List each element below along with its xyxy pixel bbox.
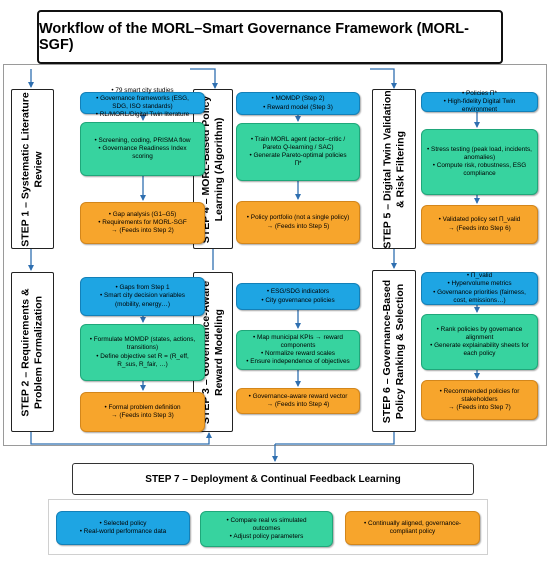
step-2-inputs-box: • Gaps from Step 1• Smart city decision … bbox=[80, 277, 205, 316]
step-3-inputs-box: • ESG/SDG indicators• City governance po… bbox=[236, 283, 360, 310]
step-5-process-box: • Stress testing (peak load, incidents,a… bbox=[421, 129, 538, 195]
step-1-inputs-box: • 79 smart city studies• Governance fram… bbox=[80, 87, 205, 118]
step-6-inputs-box: • Π_valid• Hypervolume metrics• Governan… bbox=[421, 272, 538, 305]
step-4-inputs-box: • MOMDP (Step 2)• Reward model (Step 3) bbox=[236, 92, 360, 115]
step-2-label: STEP 2 – Requirements &Problem Formaliza… bbox=[11, 272, 54, 432]
step-7-label: STEP 7 – Deployment & Continual Feedback… bbox=[72, 463, 474, 495]
step-4-process-box: • Train MORL agent (actor–critic /Pareto… bbox=[236, 123, 360, 181]
step-7-output-box: • Continually aligned, governance-compli… bbox=[345, 511, 480, 545]
step-1-process-box: • Screening, coding, PRISMA flow• Govern… bbox=[80, 122, 205, 176]
step-3-output-box: • Governance-aware reward vector→ (Feeds… bbox=[236, 388, 360, 414]
step-2-process-box: • Formulate MOMDP (states, actions,trans… bbox=[80, 324, 205, 381]
step-2-output-box: • Formal problem definition→ (Feeds into… bbox=[80, 392, 205, 432]
step-4-output-box: • Policy portfolio (not a single policy)… bbox=[236, 201, 360, 244]
step-7-inputs-box: • Selected policy• Real-world performanc… bbox=[56, 511, 190, 545]
step-5-inputs-box: • Policies Π*• High-fidelity Digital Twi… bbox=[421, 90, 538, 113]
step-5-output-box: • Validated policy set Π_valid→ (Feeds i… bbox=[421, 205, 538, 244]
diagram-title: Workflow of the MORL–Smart Governance Fr… bbox=[37, 10, 503, 64]
step-1-output-box: • Gap analysis (G1–G5)• Requirements for… bbox=[80, 202, 205, 244]
step-5-label: STEP 5 – Digital Twin Validation& Risk F… bbox=[372, 89, 416, 249]
